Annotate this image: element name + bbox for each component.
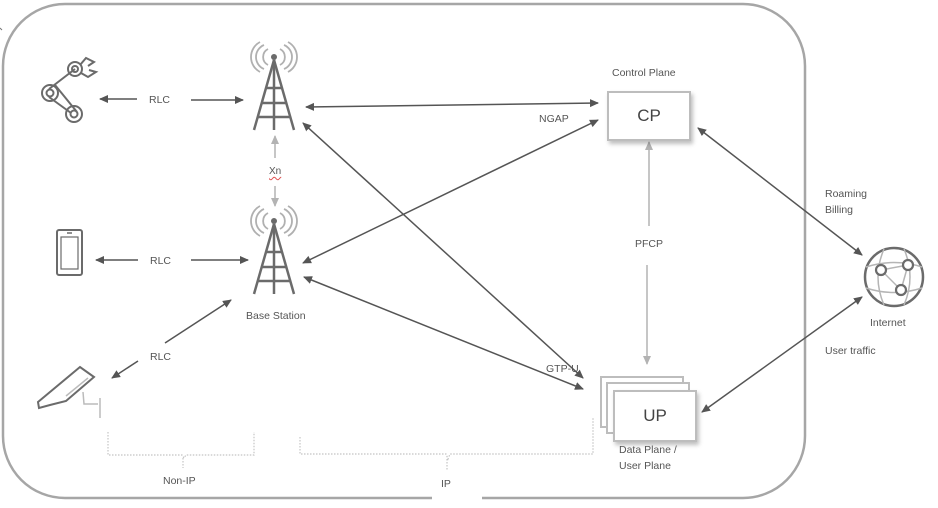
robot-arm-icon [41,56,99,123]
ngap-label: NGAP [539,113,569,125]
cell-tower-icon [250,41,298,131]
user-plane-caption-line2: User Plane [619,460,671,472]
ip-bracket [299,417,594,470]
cell-tower-icon [250,205,298,295]
rlc-camera-arrow-up [164,299,232,344]
rlc-camera-label: RLC [150,351,172,363]
gtpu-label: GTP-U [546,363,579,375]
globe-network-icon [863,246,925,308]
gtpu-arrow-bottom [303,276,584,390]
billing-label: Billing [825,204,854,216]
control-plane-caption: Control Plane [612,67,676,79]
security-camera-icon [36,365,101,418]
rlc-camera-arrow-down [111,360,139,379]
user-plane-box: UP [613,390,697,442]
base-station-label: Base Station [246,310,306,322]
ip-label: IP [441,478,451,490]
rlc-phone-label: RLC [150,255,172,267]
control-plane-box: CP [607,91,691,141]
user-plane-caption-line1: Data Plane / [619,444,677,456]
pfcp-label: PFCP [635,238,664,250]
non-ip-bracket [107,432,255,468]
ngap-arrow-top [305,99,599,111]
frame-tick [0,27,3,31]
user-traffic-arrow [701,296,863,413]
user-traffic-label: User traffic [825,345,876,357]
smartphone-icon [56,229,83,276]
up-label: UP [643,406,667,425]
roaming-billing-arrow [697,127,863,256]
rlc-robot-label: RLC [149,94,171,106]
non-ip-label: Non-IP [163,475,196,487]
roaming-label: Roaming [825,188,868,200]
gtpu-arrow-top [302,122,584,379]
ngap-arrow-bottom [302,119,599,264]
internet-label: Internet [870,317,906,329]
cp-label: CP [637,106,661,125]
xn-label: Xn [269,166,282,177]
